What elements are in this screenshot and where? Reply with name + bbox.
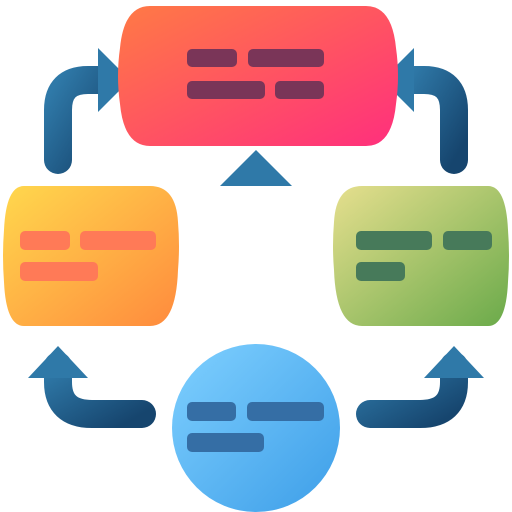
arrow-top-left-icon <box>44 48 130 174</box>
left-process-node <box>3 186 179 326</box>
right-process-node <box>333 186 509 326</box>
arrow-center-up-icon <box>182 150 330 268</box>
cycle-arrows <box>28 48 484 428</box>
arrow-bottom-right-icon <box>356 346 484 428</box>
arrow-top-right-icon <box>382 48 468 174</box>
top-process-node <box>118 6 398 146</box>
arrow-bottom-left-icon <box>28 346 156 428</box>
bottom-process-node <box>172 344 340 512</box>
